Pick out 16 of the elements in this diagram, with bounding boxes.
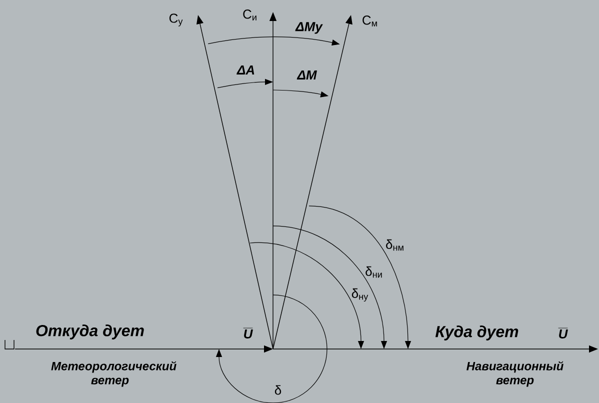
angle-label: δ$_{нм}$	[386, 239, 404, 251]
wind-label: Навигационный ветер	[466, 361, 564, 387]
vector-label: U	[558, 328, 568, 339]
direction-label: Куда дует	[435, 326, 518, 340]
axis-label: С$_{м}$	[362, 16, 377, 26]
axis-label: С$_{и}$	[243, 10, 256, 20]
direction-label: Откуда дует	[36, 324, 144, 340]
angle-label: ΔA	[236, 66, 254, 74]
angle-label: δ$_{ни}$	[366, 266, 382, 278]
angle-label: δ$_{ну}$	[352, 288, 368, 302]
wind-label: Метеорологический ветер	[51, 361, 176, 387]
angle-label: ΔM	[296, 70, 317, 80]
angle-label: ΔMу	[295, 22, 323, 34]
angle-label: δ	[274, 385, 282, 395]
axis-label: С$_{у}$	[169, 14, 183, 26]
vector-label: U	[243, 328, 253, 339]
